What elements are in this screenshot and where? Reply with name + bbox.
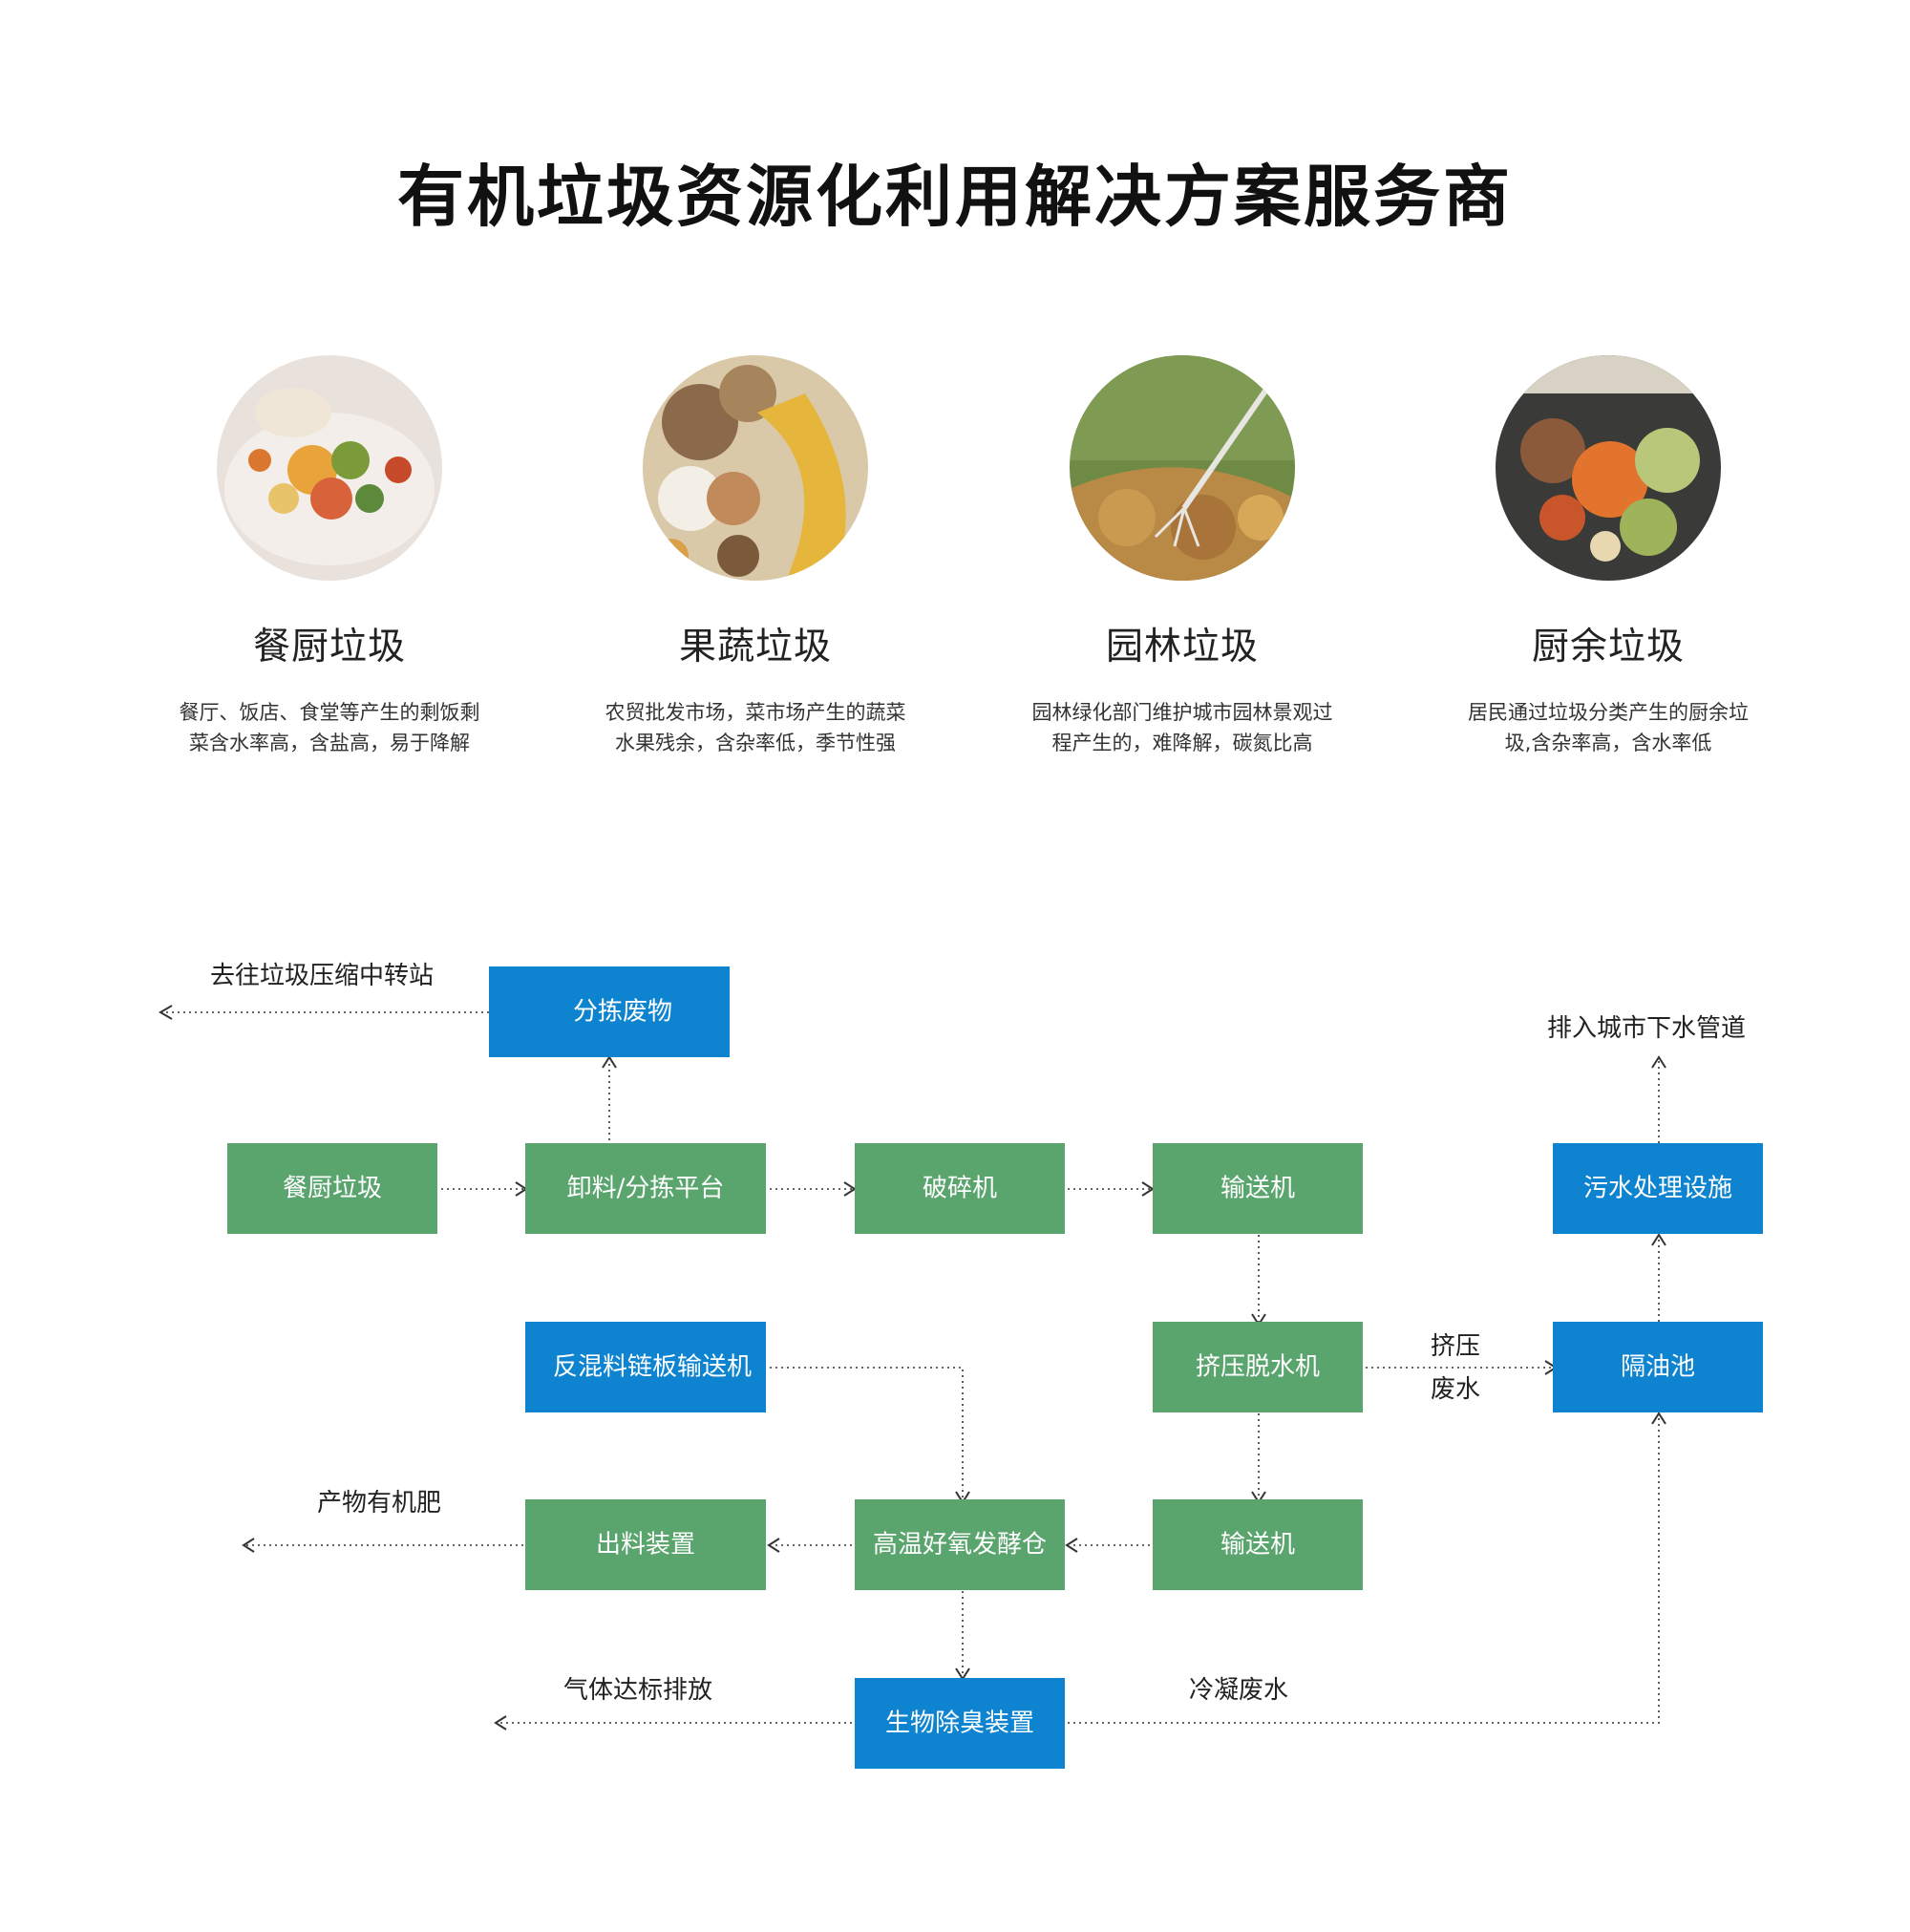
svg-text:高温好氧发酵仓: 高温好氧发酵仓 xyxy=(873,1531,1047,1560)
node-oil-separator: 隔油池 xyxy=(1553,1322,1763,1412)
waste-type-name: 厨余垃圾 xyxy=(1531,626,1685,669)
node-sorted-waste: 分拣废物 xyxy=(489,966,730,1057)
svg-text:卸料/分拣平台: 卸料/分拣平台 xyxy=(567,1175,725,1203)
svg-text:分拣废物: 分拣废物 xyxy=(573,998,672,1027)
waste-type-name: 果蔬垃圾 xyxy=(678,626,832,669)
waste-card-fruit-veg: 果蔬垃圾 农贸批发市场，菜市场产生的蔬菜 水果残余，含杂率低，季节性强 xyxy=(541,355,970,758)
node-fermenter: 高温好氧发酵仓 xyxy=(855,1499,1065,1590)
svg-text:挤压脱水机: 挤压脱水机 xyxy=(1196,1353,1320,1382)
waste-card-garden: 园林垃圾 园林绿化部门维护城市园林景观过 程产生的，难降解，碳氮比高 xyxy=(967,355,1397,758)
arrow-head-up xyxy=(1651,1412,1666,1425)
flow-edges xyxy=(159,1005,1666,1730)
fruit-veg-waste-image xyxy=(643,355,868,581)
node-crusher: 破碎机 xyxy=(855,1143,1065,1234)
waste-card-household: 厨余垃圾 居民通过垃圾分类产生的厨余垃 圾,含杂率高，含水率低 xyxy=(1393,355,1823,758)
svg-text:破碎机: 破碎机 xyxy=(923,1175,997,1203)
node-conveyor-2: 输送机 xyxy=(1153,1499,1363,1590)
edge-mixer-to-fermenter xyxy=(770,1367,964,1499)
node-conveyor-1: 输送机 xyxy=(1153,1143,1363,1234)
waste-card-kitchen: 餐厨垃圾 餐厅、饭店、食堂等产生的剩饭剩 菜含水率高，含盐高，易于降解 xyxy=(115,355,544,758)
node-sewage-facility: 污水处理设施 xyxy=(1553,1143,1763,1234)
node-unload-platform: 卸料/分拣平台 xyxy=(525,1143,766,1234)
node-deodorizer: 生物除臭装置 xyxy=(855,1678,1065,1769)
arrow-head-left xyxy=(767,1538,780,1553)
svg-text:生物除臭装置: 生物除臭装置 xyxy=(885,1709,1034,1738)
arrow-head-up xyxy=(1651,1233,1666,1246)
edge-deodorizer-to-oil xyxy=(1068,1416,1660,1724)
annotation-condensate: 冷凝废水 xyxy=(1189,1676,1288,1705)
waste-type-desc: 餐厅、饭店、食堂等产生的剩饭剩 菜含水率高，含盐高，易于降解 xyxy=(179,701,480,754)
svg-text:输送机: 输送机 xyxy=(1220,1175,1295,1203)
svg-text:餐厨垃圾: 餐厨垃圾 xyxy=(283,1175,382,1203)
svg-text:输送机: 输送机 xyxy=(1220,1531,1295,1560)
arrow-head-up xyxy=(1651,1055,1666,1069)
arrow-head-left xyxy=(242,1538,255,1553)
node-mixer-conveyor: 反混料链板输送机 xyxy=(525,1322,766,1412)
waste-type-name: 园林垃圾 xyxy=(1105,626,1259,669)
arrow-head-left xyxy=(1065,1538,1078,1553)
arrow-head-down xyxy=(955,1667,970,1681)
node-kitchen-waste: 餐厨垃圾 xyxy=(227,1143,437,1234)
arrow-head-up xyxy=(602,1055,617,1069)
annotation-to-sewer: 排入城市下水管道 xyxy=(1547,1014,1746,1043)
annotation-product-fertilizer: 产物有机肥 xyxy=(317,1489,441,1518)
svg-text:隔油池: 隔油池 xyxy=(1621,1353,1695,1382)
svg-text:污水处理设施: 污水处理设施 xyxy=(1583,1175,1732,1203)
node-discharge: 出料装置 xyxy=(525,1499,766,1590)
page-title: 有机垃圾资源化利用解决方案服务商 xyxy=(397,158,1513,236)
svg-text:出料装置: 出料装置 xyxy=(596,1531,695,1560)
svg-text:反混料链板输送机: 反混料链板输送机 xyxy=(553,1353,752,1382)
annotation-gas-emission: 气体达标排放 xyxy=(563,1676,712,1705)
waste-type-desc: 园林绿化部门维护城市园林景观过 程产生的，难降解，碳氮比高 xyxy=(1031,701,1333,754)
node-dewater: 挤压脱水机 xyxy=(1153,1322,1363,1412)
annotation-waste-water: 废水 xyxy=(1431,1375,1480,1404)
annotation-to-transfer-station: 去往垃圾压缩中转站 xyxy=(210,962,434,990)
garden-waste-image xyxy=(1070,355,1295,581)
arrow-head-left xyxy=(494,1715,507,1730)
annotation-squeeze: 挤压 xyxy=(1431,1332,1480,1361)
kitchen-waste-image xyxy=(217,355,442,581)
waste-type-name: 餐厨垃圾 xyxy=(252,626,406,669)
waste-type-desc: 农贸批发市场，菜市场产生的蔬菜 水果残余，含杂率低，季节性强 xyxy=(605,701,906,754)
waste-type-desc: 居民通过垃圾分类产生的厨余垃 圾,含杂率高，含水率低 xyxy=(1468,701,1749,754)
arrow-head-left xyxy=(159,1005,173,1020)
